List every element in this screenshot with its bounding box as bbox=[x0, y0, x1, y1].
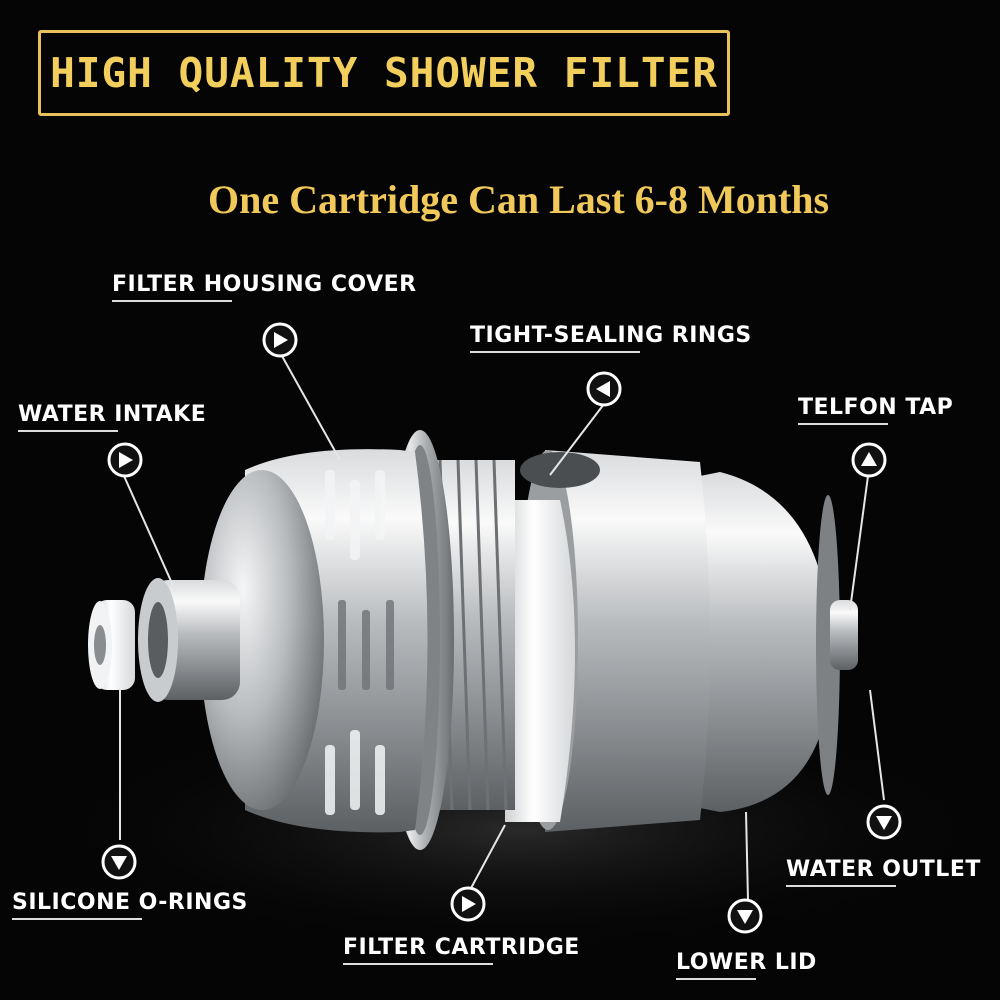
play-right-icon bbox=[450, 886, 486, 922]
headline-text: HIGH QUALITY SHOWER FILTER bbox=[50, 49, 718, 97]
underline-silicone-o-rings bbox=[12, 918, 142, 920]
underline-water-outlet bbox=[786, 885, 896, 887]
play-right-icon bbox=[107, 442, 143, 478]
label-water-intake: WATER INTAKE bbox=[18, 402, 207, 427]
underline-telfon-tap bbox=[798, 423, 888, 425]
play-up-icon bbox=[851, 442, 887, 478]
underline-filter-housing-cover bbox=[112, 300, 232, 302]
play-down-icon bbox=[727, 898, 763, 934]
play-down-icon bbox=[101, 844, 137, 880]
label-telfon-tap: TELFON TAP bbox=[798, 395, 954, 420]
headline-banner: HIGH QUALITY SHOWER FILTER bbox=[38, 30, 730, 116]
play-left-icon bbox=[586, 371, 622, 407]
label-water-outlet: WATER OUTLET bbox=[786, 857, 981, 882]
label-silicone-o-rings: SILICONE O-RINGS bbox=[12, 890, 248, 915]
label-tight-sealing-rings: TIGHT-SEALING RINGS bbox=[470, 323, 752, 348]
callout-lines bbox=[119, 355, 885, 901]
underline-lower-lid bbox=[676, 978, 756, 980]
underline-water-intake bbox=[18, 430, 118, 432]
underline-tight-sealing-rings bbox=[470, 351, 640, 353]
play-right-icon bbox=[262, 322, 298, 358]
label-filter-housing-cover: FILTER HOUSING COVER bbox=[112, 272, 417, 297]
subtitle-text: One Cartridge Can Last 6-8 Months bbox=[208, 177, 830, 222]
label-lower-lid: LOWER LID bbox=[676, 950, 817, 975]
underline-filter-cartridge bbox=[343, 963, 493, 965]
play-down-icon bbox=[866, 804, 902, 840]
label-filter-cartridge: FILTER CARTRIDGE bbox=[343, 935, 580, 960]
